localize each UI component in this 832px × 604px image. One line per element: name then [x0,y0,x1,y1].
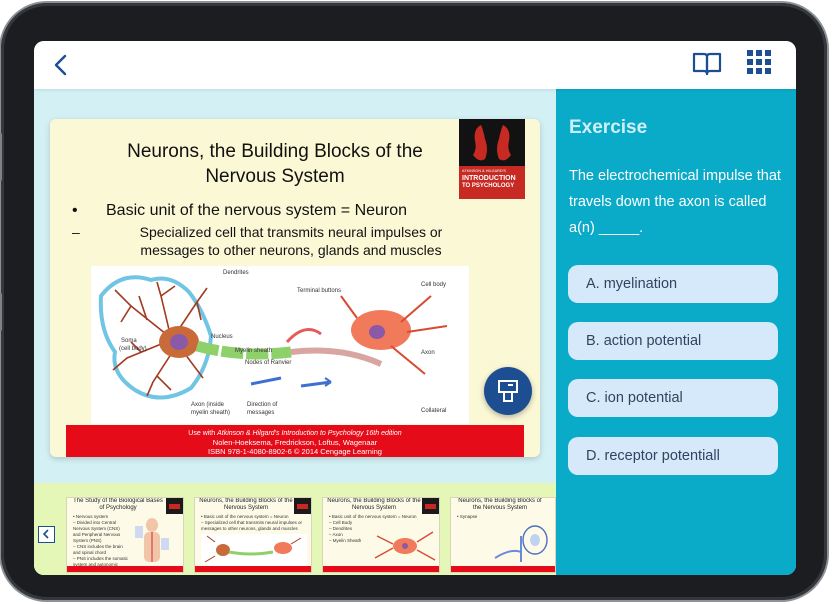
neuron-illustration [98,275,448,400]
strip-prev-button[interactable] [38,526,55,543]
tablet-frame: Neurons, the Building Blocks of the Nerv… [0,3,827,600]
option-b[interactable]: B. action potential [568,322,778,360]
label-direction-of: Direction of [247,402,278,408]
option-c[interactable]: C. ion potential [568,379,778,417]
open-book-icon [692,52,722,76]
grid-menu-button[interactable] [745,48,775,78]
label-nodes-of-ranvier: Nodes of Ranvier [245,360,292,366]
book-cover-image: ATKINSON & HILGARD'S INTRODUCTION TO PSY… [459,119,525,199]
thumb-book-cover [166,498,183,514]
thumb-book-cover [422,498,439,514]
label-collateral: Collateral [421,408,447,414]
note-icon [498,380,518,402]
label-myelin-sheath-paren: myelin sheath) [191,410,231,416]
option-d[interactable]: D. receptor potentiall [568,437,778,475]
label-messages: messages [247,410,275,416]
app-screen: Neurons, the Building Blocks of the Nerv… [34,41,796,575]
exercise-title: Exercise [569,117,648,138]
slide-thumbnail-2[interactable]: Neurons, the Building Blocks of the Nerv… [194,497,312,573]
exercise-panel: Exercise The electrochemical impulse tha… [556,89,796,575]
footer-line-1: Use with Atkinson & Hilgard's Introducti… [188,430,402,437]
slide-bullet-2: –Specialized cell that transmits neural … [72,224,443,258]
label-nucleus: Nucleus [211,334,233,340]
slide-footer: Use with Atkinson & Hilgard's Introducti… [66,425,524,457]
slide-bullet-1: •Basic unit of the nervous system = Neur… [72,202,408,219]
neuron-diagram: Dendrites Terminal buttons Cell body Nuc… [91,266,469,424]
thumb-lines: • Synapse [457,514,478,519]
thumb-book-cover [294,498,311,514]
slide-title: Neurons, the Building Blocks of the Nerv… [127,141,423,187]
label-axon-inside: Axon (inside [191,402,225,408]
label-cell-body: Cell body [421,282,447,288]
label-cell-body-paren: (cell body) [119,346,147,352]
volume-button [0,133,2,181]
label-dendrites: Dendrites [223,270,249,276]
label-axon: Axon [421,350,435,356]
thumb-neuron-illustration [201,534,307,566]
exercise-question: The electrochemical impulse that travels… [569,168,781,236]
label-terminal-buttons: Terminal buttons [297,288,342,294]
book-cover-line3: TO PSYCHOLOGY [462,183,515,189]
slide: Neurons, the Building Blocks of the Nerv… [50,119,540,457]
slide-thumbnail-4[interactable]: Neurons, the Building Blocks of the Nerv… [450,497,556,573]
thumb-lines: • Basic unit of the nervous system = Neu… [329,514,417,543]
back-button[interactable] [48,51,76,79]
thumb-synapse-illustration [494,525,548,562]
thumb-body-illustration [135,518,169,562]
top-bar [34,41,796,89]
footer-line-3: ISBN 978-1-4080-8902-6 © 2014 Cengage Le… [208,447,382,456]
book-button[interactable] [691,49,723,79]
thumb-neuron-illustration [374,531,436,561]
label-myelin-sheath: Myelin sheath [235,348,273,354]
thumbnail-strip: The Study of the Biological Bases of Psy… [34,483,556,575]
slide-viewer: Neurons, the Building Blocks of the Nerv… [34,89,556,575]
slide-thumbnail-3[interactable]: Neurons, the Building Blocks of the Nerv… [322,497,440,573]
side-button [0,293,2,331]
chevron-left-icon [42,529,49,539]
option-a[interactable]: A. myelination [568,265,778,303]
slide-thumbnail-1[interactable]: The Study of the Biological Bases of Psy… [66,497,184,573]
grid-menu-icon [747,50,771,74]
note-button[interactable] [484,367,532,415]
chevron-left-icon [54,54,67,76]
book-cover-line2: INTRODUCTION [462,175,516,182]
footer-line-2: Nolen-Hoeksema, Fredrickson, Loftus, Wag… [212,438,378,447]
label-soma: Soma [121,338,137,344]
thumb-lines: • Basic unit of the nervous system = Neu… [201,514,303,531]
book-cover-line1: ATKINSON & HILGARD'S [462,169,506,173]
